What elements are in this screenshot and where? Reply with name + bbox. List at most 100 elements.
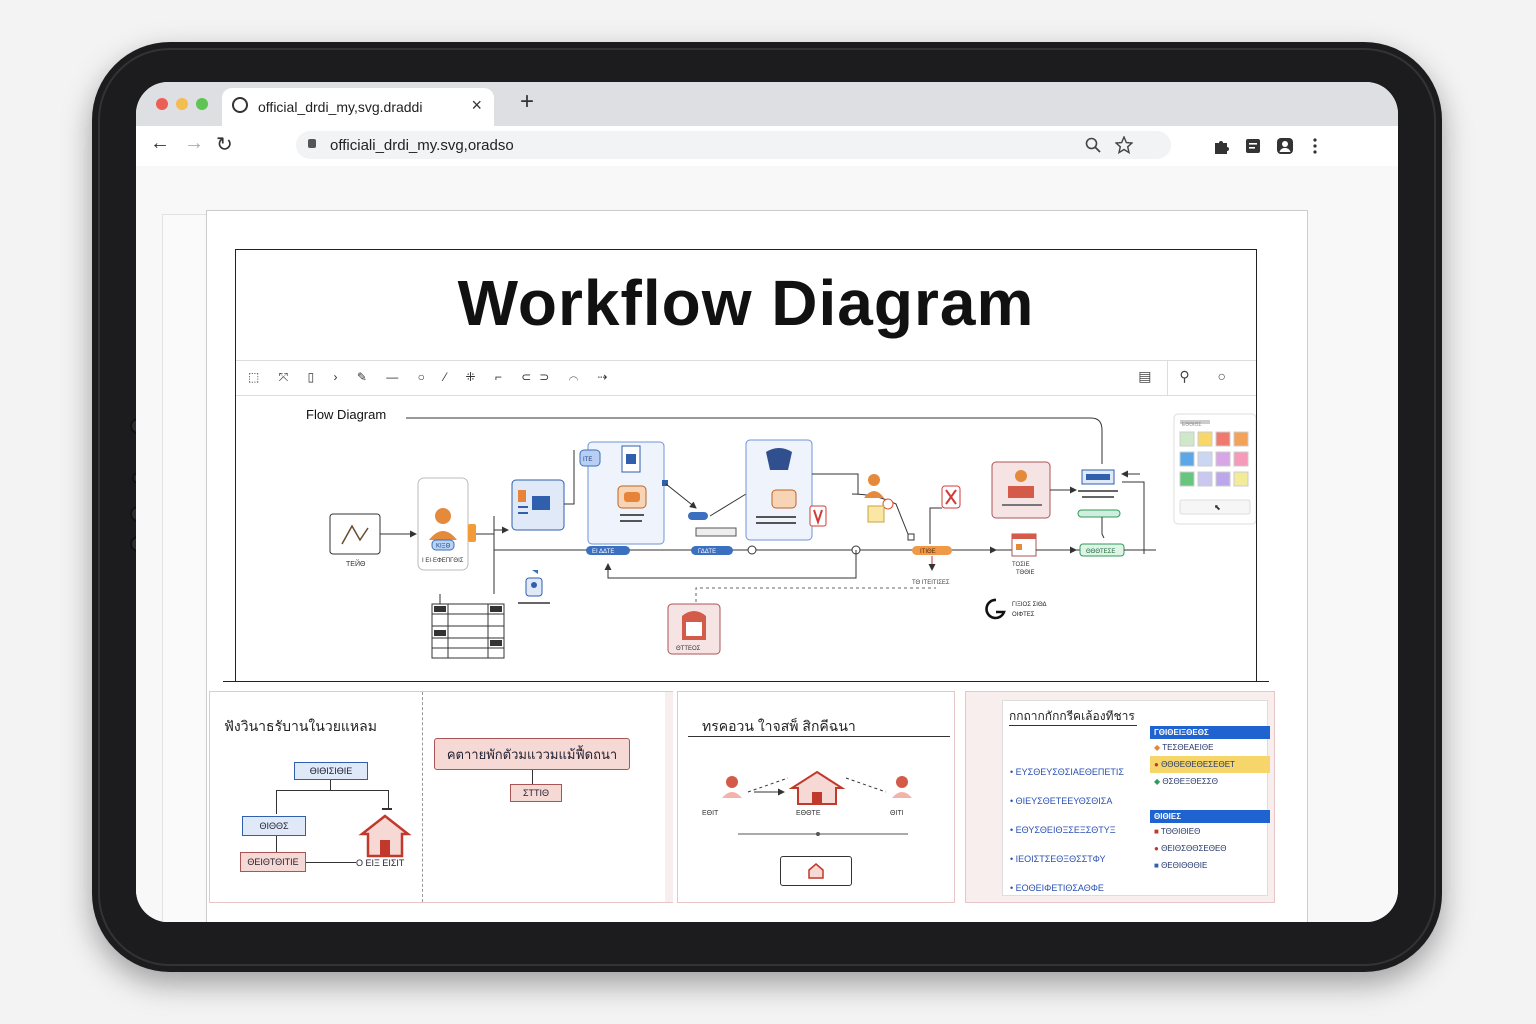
maximize-window-button[interactable]	[196, 98, 208, 110]
legend-panel: กกถากกักกรีคเล้องทีชาร	[1002, 700, 1268, 896]
bullet-item: • ΙΕΟΙΣΤΣΕΘΞΘΣΣΤΦΥ	[1010, 854, 1106, 864]
color-swatch[interactable]	[1215, 451, 1231, 467]
user-small-node[interactable]	[518, 570, 550, 604]
document-sheet: Workflow Diagram ⬚ ⤧ ▯ › ✎ — ○ ⁄ ⁜ ⌐ ⊂⊃ …	[206, 210, 1308, 922]
top-connector	[406, 417, 1103, 464]
table-node[interactable]	[431, 603, 505, 659]
section-card-2: ทรคอวน ใาจสพ็ สิกคีฉนา ΕΘΙΤ ΕΘ	[677, 691, 955, 903]
loop-connector	[604, 550, 857, 579]
color-swatch[interactable]	[1215, 471, 1231, 487]
start-node[interactable]: ΤΕЙΘ	[329, 513, 381, 568]
color-swatch[interactable]	[1233, 451, 1249, 467]
flow-box[interactable]: ϴΙϴΙΣΙϴΙΕ	[294, 762, 368, 780]
reject-node[interactable]	[941, 485, 961, 509]
profile-icon[interactable]	[1276, 137, 1294, 155]
svg-text:ΓΔΔΤΕ: ΓΔΔΤΕ	[698, 549, 716, 555]
tab-close-icon[interactable]: ×	[471, 95, 482, 115]
color-swatch[interactable]	[1179, 431, 1195, 447]
connector	[709, 493, 747, 517]
legend-group-a[interactable]: ΓΘΙΘΕΙΞΘΕΘΣ ◆ ΤΕΣΘΕΑΕΙΘΕ ● ΘΘΘΕΘΕΘΕΣΕΘΕΤ…	[1150, 726, 1270, 790]
legend-row-highlighted: ● ΘΘΘΕΘΕΘΕΣΕΘΕΤ	[1150, 756, 1270, 773]
svg-text:ΘΘΘΤΕΣΕ: ΘΘΘΤΕΣΕ	[1086, 549, 1115, 555]
svg-text:ΤΕЙΘ: ΤΕЙΘ	[346, 559, 366, 568]
svg-text:ΕΙ ΔΔΤΕ: ΕΙ ΔΔΤΕ	[592, 549, 614, 555]
color-swatch[interactable]	[1233, 471, 1249, 487]
connector	[276, 836, 277, 852]
color-palette[interactable]: ΕΘΘΙΘΣ ⬉	[1173, 413, 1256, 525]
toolbar-divider	[1167, 361, 1168, 395]
flow-box[interactable]: ΣΤΤΙΘ	[510, 784, 562, 802]
color-swatch[interactable]	[1179, 471, 1195, 487]
svg-text:⬉: ⬉	[1214, 503, 1221, 512]
flow-box[interactable]: ΘΕΙΘΤΘΙΤΙΕ	[240, 852, 306, 872]
color-swatch[interactable]	[1197, 471, 1213, 487]
flow-diagram-canvas[interactable]: Flow Diagram ΤΕЙΘ	[236, 394, 1256, 684]
node-label: ΕΘΙΤ	[702, 810, 719, 817]
legend-row: ◆ ΘΣΘΕΞΘΕΣΣΘ	[1154, 777, 1218, 786]
svg-text:ΤΟΣΙΕ: ΤΟΣΙΕ	[1012, 562, 1030, 568]
anchor-node[interactable]	[907, 533, 915, 541]
calendar-node[interactable]: ΤΟΣΙΕ ΤΘΘΙΕ	[1011, 533, 1037, 576]
connector	[532, 770, 533, 784]
status-card[interactable]	[1078, 469, 1118, 498]
svg-text:ΕΘΘΙΘΣ: ΕΘΘΙΘΣ	[1182, 422, 1201, 428]
actor-node[interactable]: ΚΙΞΘ Ι ΕΙ·ΕΦΕΠΓΘΙΣ	[417, 477, 476, 571]
legend-header: ΓΘΙΘΕΙΞΘΕΘΣ	[1150, 726, 1270, 739]
process-diagram	[722, 770, 912, 836]
green-pill[interactable]	[1077, 509, 1121, 518]
small-pill[interactable]	[688, 512, 708, 520]
puzzle-icon[interactable]	[1212, 137, 1230, 155]
color-swatch[interactable]	[1197, 451, 1213, 467]
reviewer-node[interactable]	[864, 474, 894, 523]
storage-node[interactable]: ΘΤΤΕΟΣ	[667, 603, 721, 655]
document-node[interactable]	[511, 479, 565, 531]
color-swatch[interactable]	[1179, 451, 1195, 467]
drawing-tools[interactable]: ⬚ ⤧ ▯ › ✎ — ○ ⁄ ⁜ ⌐ ⊂⊃ ⌒ ⇢	[248, 370, 616, 384]
tab-bar: official_drdi_my,svg.draddi × +	[136, 82, 1398, 126]
flow-pill-c[interactable]: ΙΤΙΘΕ	[912, 546, 952, 555]
star-icon[interactable]	[1115, 136, 1133, 154]
back-icon[interactable]: ←	[150, 132, 170, 154]
svg-text:ΘΤΤΕΟΣ: ΘΤΤΕΟΣ	[676, 646, 701, 652]
reload-icon[interactable]: ↻	[216, 134, 233, 156]
tab-active[interactable]: official_drdi_my,svg.draddi ×	[222, 88, 494, 126]
flow-pill-b[interactable]: ΓΔΔΤΕ	[691, 546, 733, 555]
bullet-item: • ΘΙΕΥΣΘΕΤΕΕΥΘΣΘΙΣΑ	[1010, 796, 1113, 806]
svg-text:Ι ΕΙ·ΕΦΕΠΓΘΙΣ: Ι ΕΙ·ΕΦΕΠΓΘΙΣ	[422, 558, 464, 564]
legend-row: ■ ΤΘΘΙΘΙΕΘ	[1154, 827, 1201, 836]
color-swatch[interactable]	[1233, 431, 1249, 447]
house-note: Ο ΕΙΞ ΕΙΣΙΤ	[356, 858, 405, 868]
legend-row: ● ΘΕΙΘΣΘΘΣΕΘΕΘ	[1154, 844, 1227, 853]
menu-icon[interactable]	[1312, 137, 1318, 155]
approval-block[interactable]	[991, 461, 1051, 519]
screen: official_drdi_my,svg.draddi × + ← → ↻ of…	[136, 82, 1398, 922]
node-label: ΘΙΤΙ	[890, 810, 904, 817]
section-title: ฟังวินาธรับานในวยแหลม	[224, 718, 377, 734]
callout-box[interactable]: คตาายพักตัวมแววมแม้ฟื้ดถนา	[434, 738, 630, 770]
reader-icon[interactable]	[1244, 137, 1262, 155]
small-bar[interactable]	[695, 527, 737, 537]
house-card[interactable]	[780, 856, 852, 886]
forward-icon[interactable]: →	[184, 132, 204, 154]
view-tools[interactable]: ▤ ⚲ ○	[1138, 368, 1238, 384]
process-group-a[interactable]: ΙΤΕ	[579, 441, 668, 545]
bullet-item: • ΕΘΥΣΘΕΙΘΞΣΕΞΣΘΤΥΞ	[1010, 825, 1116, 835]
close-window-button[interactable]	[156, 98, 168, 110]
color-swatch[interactable]	[1197, 431, 1213, 447]
process-group-b[interactable]	[745, 439, 827, 541]
section-title: ทรคอวน ใาจสพ็ สิกคีฉนา	[702, 718, 856, 734]
search-icon[interactable]	[1085, 137, 1101, 153]
flow-pill-d[interactable]: ΘΘΘΤΕΣΕ	[1079, 543, 1125, 557]
section-divider	[223, 681, 1269, 682]
house-icon	[808, 863, 824, 879]
new-tab-button[interactable]: +	[520, 88, 535, 115]
loop-label: ΤΘ ΙΤΕΙΤΙΣΕΣ	[912, 580, 950, 586]
flow-box[interactable]: ΘΙΘΘΣ	[242, 816, 306, 836]
svg-text:ΙΤΙΘΕ: ΙΤΙΘΕ	[920, 549, 936, 555]
address-bar[interactable]: officiali_drdi_my.svg,oradso	[296, 131, 1171, 159]
flow-pill-a[interactable]: ΕΙ ΔΔΤΕ	[586, 546, 630, 555]
junction-node[interactable]	[747, 545, 757, 555]
minimize-window-button[interactable]	[176, 98, 188, 110]
legend-group-b[interactable]: ΘΙΘΙΕΣ ■ ΤΘΘΙΘΙΕΘ ● ΘΕΙΘΣΘΘΣΕΘΕΘ ■ ΘΕΘΙΘ…	[1150, 810, 1270, 874]
color-swatch[interactable]	[1215, 431, 1231, 447]
